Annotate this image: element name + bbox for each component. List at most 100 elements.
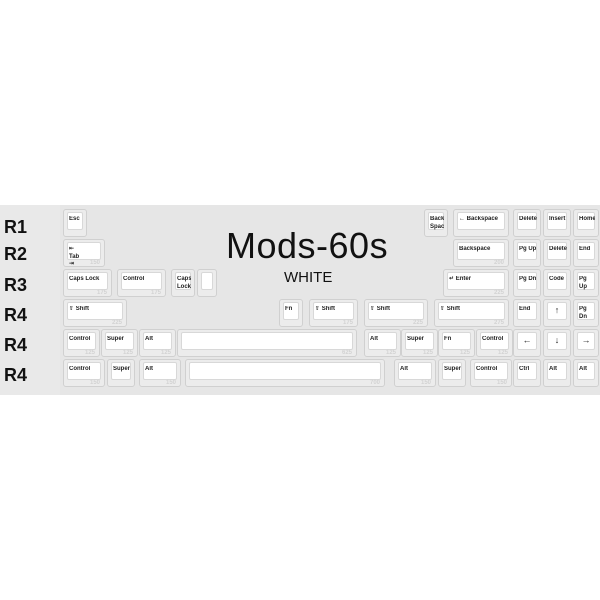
keycap-top [428, 212, 444, 230]
keycap-size-label: 275 [493, 320, 504, 326]
keycap-legend: Fn [285, 306, 293, 312]
keycap-legend: End [519, 306, 531, 312]
keycap-size-label: 125 [160, 350, 171, 356]
keycap-top [517, 362, 537, 380]
keycap: Home [573, 209, 599, 237]
keycap-top [577, 272, 595, 290]
keycap-size-label: 175 [96, 290, 107, 296]
keycap-top [283, 302, 299, 320]
keycap-top [67, 242, 101, 260]
keycap-size-label: 125 [122, 350, 133, 356]
keycap-legend: Code [549, 276, 564, 282]
keycap [197, 269, 217, 297]
keycap-top [547, 332, 567, 350]
keycap-legend: Super [107, 336, 125, 342]
keycap: Super [438, 359, 466, 387]
keycap-legend: Fn [444, 336, 452, 342]
keycap-top [189, 362, 381, 380]
keycap-top [143, 332, 172, 350]
keycap: ↑ [543, 299, 571, 327]
keycap-top [442, 332, 471, 350]
keycap-top [577, 362, 595, 380]
keycap: Super 125 [101, 329, 138, 357]
keycap-legend: ↵ Enter [449, 276, 472, 282]
keycap-top [442, 362, 462, 380]
keycap-top [447, 272, 505, 290]
row-label: R4 [4, 305, 28, 325]
keycap: ↵ Enter 225 [443, 269, 509, 297]
keycap-legend: Super [444, 366, 462, 372]
keycap-top [517, 242, 537, 260]
keycap-legend: Control [69, 366, 91, 372]
keycap-top [547, 302, 567, 320]
keycap-top [201, 272, 213, 290]
keycap-size-label: 200 [493, 260, 504, 266]
keycap-top [474, 362, 508, 380]
keycap-legend: Alt [370, 336, 378, 342]
keycap: ⇧ Shift 175 [309, 299, 358, 327]
keycap-size-label: 225 [493, 290, 504, 296]
keycap-size-label: 625 [341, 350, 352, 356]
keycap-legend: Control [123, 276, 145, 282]
keycap-top [67, 362, 101, 380]
keycap-size-label: 225 [412, 320, 423, 326]
keycap-top [121, 272, 162, 290]
keycap-legend: Alt [145, 366, 153, 372]
keycap-legend: ⇧ Shift [315, 306, 336, 312]
keycap: Alt 125 [139, 329, 176, 357]
keycap-top [67, 302, 123, 320]
keycap-top [517, 332, 537, 350]
keycap-legend: Pg Dn [519, 276, 537, 282]
keycap: Fn 125 [438, 329, 475, 357]
keycap-top [577, 212, 595, 230]
keycap: Alt [573, 359, 599, 387]
keycap-legend: Control [482, 336, 504, 342]
keycap-size-label: 225 [111, 320, 122, 326]
keycap: 625 [177, 329, 357, 357]
keycap-size-label: 175 [342, 320, 353, 326]
keycap-top [577, 242, 595, 260]
keycap-legend: Ctrl [519, 366, 530, 372]
keycap-legend: Super [407, 336, 425, 342]
keycap-size-label: 125 [459, 350, 470, 356]
keycap: Esc [63, 209, 87, 237]
keycap-legend: Alt [549, 366, 557, 372]
keycap-top [517, 272, 537, 290]
keycap-legend: → [581, 335, 591, 345]
keycap: Pg Dn [513, 269, 541, 297]
keycap-size-label: 125 [497, 350, 508, 356]
keycap-legend: Alt [145, 336, 153, 342]
keycap-legend: ↑ [554, 305, 560, 315]
keycap-legend: ↓ [554, 335, 560, 345]
keycap-size-label: 150 [420, 380, 431, 386]
keycap-top [457, 242, 505, 260]
keycap: Super [107, 359, 135, 387]
keycap-legend: ⇤ Tab ⇥ [69, 246, 80, 267]
keycap: Delete [543, 239, 571, 267]
keycap: Caps Lock [171, 269, 195, 297]
row-labels-panel: R1 R2 R3 R4 R4 R4 [0, 205, 60, 395]
keycap-legend: End [579, 246, 591, 252]
keycap-size-label: 125 [84, 350, 95, 356]
keycap-top [111, 362, 131, 380]
keycap-top [577, 332, 595, 350]
keycap-legend: Delete [519, 216, 537, 222]
keycap-top [143, 362, 177, 380]
keycap-top [547, 362, 567, 380]
keycap-size-label: 125 [422, 350, 433, 356]
keycap: Super 125 [401, 329, 438, 357]
keycap-top [398, 362, 432, 380]
keycap: End [513, 299, 541, 327]
keycap: Delete [513, 209, 541, 237]
keycap-legend: Caps Lock [69, 276, 100, 282]
keycap-legend: Esc [69, 216, 80, 222]
keycap-top [438, 302, 505, 320]
keycap: Pg Dn [573, 299, 599, 327]
